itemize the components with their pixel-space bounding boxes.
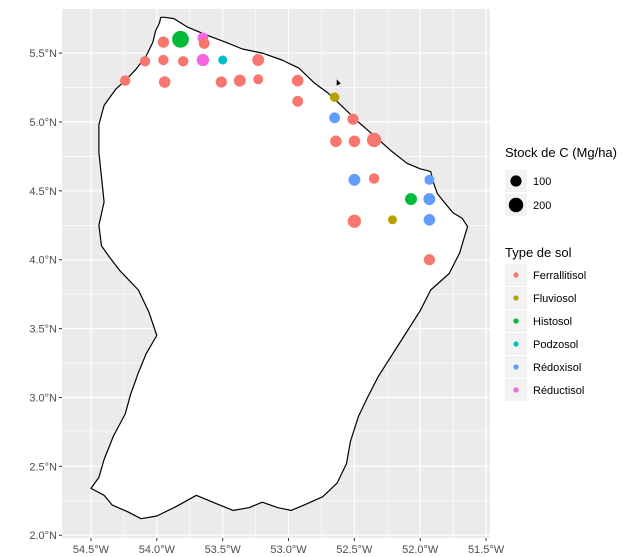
size-legend-label: 100 bbox=[533, 176, 551, 188]
sample-point bbox=[291, 74, 304, 87]
color-legend-label: Rédoxisol bbox=[533, 362, 581, 374]
color-legend: Type de sol FerrallitisolFluviosolHistos… bbox=[505, 245, 586, 401]
sample-point bbox=[329, 112, 341, 124]
color-legend-dot bbox=[513, 341, 519, 347]
color-legend-label: Histosol bbox=[533, 316, 572, 328]
y-tick-label: 2.5°N bbox=[29, 461, 57, 473]
sample-point bbox=[330, 135, 342, 148]
sample-point bbox=[196, 53, 210, 67]
color-legend-dot bbox=[513, 387, 519, 393]
sample-points bbox=[119, 30, 436, 266]
x-tick-label: 53.5°W bbox=[205, 544, 242, 556]
sample-point bbox=[348, 135, 361, 148]
sample-point bbox=[198, 37, 210, 49]
sample-point bbox=[158, 76, 171, 88]
y-tick-label: 4.5°N bbox=[29, 186, 57, 198]
sample-point bbox=[405, 193, 417, 206]
sample-point bbox=[119, 75, 131, 86]
sample-point bbox=[139, 56, 151, 67]
size-legend-dot bbox=[508, 197, 524, 213]
size-legend-dot bbox=[510, 175, 522, 187]
y-axis: 2.0°N 2.5°N 3.0°N 3.5°N 4.0°N 4.5°N 5.0°N 5.5°N bbox=[29, 48, 62, 542]
y-tick-label: 5.0°N bbox=[29, 117, 57, 129]
x-tick-label: 52.0°W bbox=[402, 544, 439, 556]
color-legend-label: Podzosol bbox=[533, 339, 578, 351]
size-legend: Stock de C (Mg/ha) 100 200 bbox=[505, 145, 617, 216]
sample-point bbox=[292, 95, 304, 107]
sample-point bbox=[252, 54, 265, 66]
color-legend-label: Ferrallitisol bbox=[533, 270, 586, 282]
color-legend-label: Fluviosol bbox=[533, 293, 576, 305]
color-legend-dot bbox=[513, 364, 519, 370]
sample-point bbox=[233, 74, 246, 87]
sample-point bbox=[215, 76, 227, 88]
sample-point bbox=[177, 56, 189, 67]
sample-point bbox=[423, 254, 436, 266]
y-tick-label: 5.5°N bbox=[29, 48, 57, 60]
sample-point bbox=[157, 36, 170, 48]
color-legend-dot bbox=[513, 295, 519, 301]
y-tick-label: 3.0°N bbox=[29, 392, 57, 404]
sample-point bbox=[172, 30, 189, 48]
color-legend-title: Type de sol bbox=[505, 245, 572, 260]
x-tick-label: 51.5°W bbox=[468, 544, 505, 556]
x-tick-label: 54.5°W bbox=[73, 544, 110, 556]
y-tick-label: 2.0°N bbox=[29, 530, 57, 542]
sample-point bbox=[347, 113, 359, 125]
color-legend-label: Réductisol bbox=[533, 385, 584, 397]
size-legend-label: 200 bbox=[533, 200, 551, 212]
sample-point bbox=[329, 92, 340, 102]
x-tick-label: 52.5°W bbox=[336, 544, 373, 556]
sample-point bbox=[253, 74, 264, 85]
x-tick-label: 53.0°W bbox=[270, 544, 307, 556]
sample-point bbox=[218, 55, 228, 65]
sample-point bbox=[424, 174, 435, 185]
y-tick-label: 3.5°N bbox=[29, 324, 57, 336]
sample-point bbox=[388, 215, 397, 225]
color-legend-dot bbox=[513, 318, 519, 324]
sample-point bbox=[347, 214, 362, 228]
sample-point bbox=[366, 132, 382, 148]
y-tick-label: 4.0°N bbox=[29, 255, 57, 267]
x-axis: 54.5°W 54.0°W 53.5°W 53.0°W 52.5°W 52.0°W 51.5… bbox=[73, 538, 505, 556]
x-tick-label: 54.0°W bbox=[139, 544, 176, 556]
sample-point bbox=[423, 193, 436, 206]
sample-point bbox=[368, 173, 380, 184]
sample-point bbox=[158, 54, 169, 66]
color-legend-dot bbox=[513, 272, 519, 278]
size-legend-title: Stock de C (Mg/ha) bbox=[505, 145, 617, 160]
sample-point bbox=[348, 173, 361, 186]
sample-point bbox=[423, 214, 436, 226]
coastal-islet bbox=[336, 79, 341, 86]
